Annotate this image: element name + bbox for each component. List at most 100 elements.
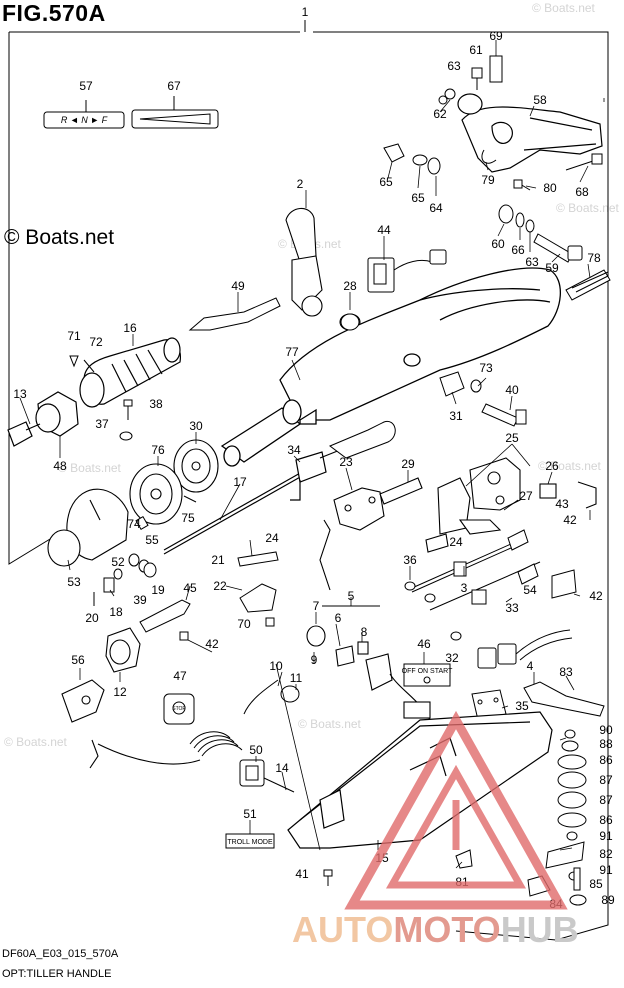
part-label: 88 bbox=[599, 737, 613, 751]
brand-watermark-auto: AUTO bbox=[292, 909, 394, 950]
part-label: 52 bbox=[111, 555, 125, 569]
part-label: 5 bbox=[348, 589, 355, 603]
springs-19-39 bbox=[93, 515, 157, 606]
part-label: 39 bbox=[133, 593, 147, 607]
part-label: 79 bbox=[481, 173, 495, 187]
part-label: 32 bbox=[445, 651, 459, 665]
brand-watermark-text: AUTOMOTOHUB bbox=[292, 909, 579, 951]
part-label: 53 bbox=[67, 575, 81, 589]
part-label: 2 bbox=[297, 177, 304, 191]
part-label: 75 bbox=[181, 511, 195, 525]
spacers-64-65 bbox=[383, 143, 441, 175]
faint-watermark: © Boats.net bbox=[532, 1, 596, 15]
part-label: 89 bbox=[601, 893, 615, 907]
part-label: 24 bbox=[449, 535, 463, 549]
part-label: 13 bbox=[13, 387, 27, 401]
stop-plate-text: STOP bbox=[172, 706, 186, 712]
part-label: 64 bbox=[429, 201, 443, 215]
part-label: 31 bbox=[449, 409, 463, 423]
part-label: 1 bbox=[302, 5, 309, 19]
part-label: 23 bbox=[339, 455, 353, 469]
faint-watermark: © Boats.net bbox=[298, 717, 362, 731]
switch-decal-46: OFF ON START bbox=[402, 663, 453, 687]
part-label: 34 bbox=[287, 443, 301, 457]
bracket-58 bbox=[457, 93, 603, 173]
part-label: 24 bbox=[265, 531, 279, 545]
part-label: 57 bbox=[79, 79, 93, 93]
figure-title: FIG.570A bbox=[2, 0, 106, 26]
part-label: 80 bbox=[543, 181, 557, 195]
part-label: 7 bbox=[313, 599, 320, 613]
shift-lever-2 bbox=[285, 207, 361, 331]
part-label: 14 bbox=[275, 761, 289, 775]
tiller-handle-body bbox=[220, 267, 562, 467]
part-label: 51 bbox=[243, 807, 257, 821]
friction-gear-30 bbox=[173, 439, 219, 493]
bracket-49 bbox=[188, 297, 281, 331]
key-switch-assembly bbox=[306, 605, 431, 721]
part-label: 76 bbox=[151, 443, 165, 457]
part-label: 33 bbox=[505, 601, 519, 615]
part-label: 87 bbox=[599, 793, 613, 807]
part-label: 3 bbox=[461, 581, 468, 595]
part-label: 6 bbox=[335, 611, 342, 625]
part-label: 11 bbox=[290, 671, 303, 685]
part-label: 30 bbox=[189, 419, 203, 433]
part-label: 45 bbox=[183, 581, 197, 595]
part-label: 66 bbox=[511, 243, 525, 257]
wiring-harness-4 bbox=[477, 629, 573, 669]
part-label: 85 bbox=[589, 877, 603, 891]
part-label: 41 bbox=[295, 867, 309, 881]
part-label: 20 bbox=[85, 611, 99, 625]
part-label: 48 bbox=[53, 459, 67, 473]
part-label: 73 bbox=[479, 361, 493, 375]
throttle-scale-decal bbox=[131, 96, 219, 129]
part-label: 29 bbox=[401, 457, 415, 471]
part-label: 58 bbox=[533, 93, 547, 107]
lanyard-clip-56 bbox=[61, 679, 201, 769]
throttle-rod-3 bbox=[411, 529, 529, 593]
part-label: 28 bbox=[343, 279, 357, 293]
part-label: 86 bbox=[599, 753, 613, 767]
part-label: 46 bbox=[417, 637, 431, 651]
switch-44 bbox=[367, 249, 447, 293]
bolt-61 bbox=[438, 55, 503, 105]
part-label: 86 bbox=[599, 813, 613, 827]
boats-watermark: © Boats.net bbox=[4, 226, 115, 249]
part-label: 74 bbox=[127, 517, 141, 531]
part-label: 27 bbox=[519, 489, 533, 503]
part-label: 12 bbox=[113, 685, 127, 699]
part-label: 65 bbox=[411, 191, 425, 205]
part-label: 10 bbox=[269, 659, 283, 673]
part-label: 61 bbox=[469, 43, 483, 57]
clip-79 bbox=[481, 149, 603, 191]
link-plate-23 bbox=[319, 477, 423, 591]
troll-plate-text: TROLL MODE bbox=[227, 839, 273, 846]
part-label: 43 bbox=[555, 497, 569, 511]
leader-lines bbox=[19, 40, 605, 869]
part-number-labels: 1 2 3 4 5 6 7 8 9 10 11 12 13 14 15 16 1… bbox=[13, 5, 615, 911]
throttle-grip-16 bbox=[79, 337, 181, 408]
part-label: 21 bbox=[211, 553, 225, 567]
stop-plate-47: STOP bbox=[163, 693, 195, 725]
lanyard-coil-10 bbox=[189, 679, 279, 757]
part-label: 50 bbox=[249, 743, 263, 757]
part-label: 25 bbox=[505, 431, 519, 445]
nut-28 bbox=[340, 313, 360, 331]
end-cap-48 bbox=[7, 391, 79, 447]
part-label: 44 bbox=[377, 223, 391, 237]
part-label: 78 bbox=[587, 251, 601, 265]
shift-rod-17 bbox=[163, 433, 381, 555]
friction-grip-53 bbox=[47, 488, 129, 567]
part-label: 9 bbox=[311, 653, 318, 667]
washer-stack bbox=[527, 729, 587, 906]
part-label: 42 bbox=[205, 637, 219, 651]
brackets-21-22 bbox=[139, 551, 279, 641]
part-label: 83 bbox=[559, 665, 573, 679]
part-label: 47 bbox=[173, 669, 187, 683]
clamp-83 bbox=[523, 681, 605, 717]
brand-watermark-moto: MOTO bbox=[393, 909, 501, 950]
part-label: 62 bbox=[433, 107, 447, 121]
shift-pattern-text: R ◄ N ► F bbox=[61, 115, 108, 125]
